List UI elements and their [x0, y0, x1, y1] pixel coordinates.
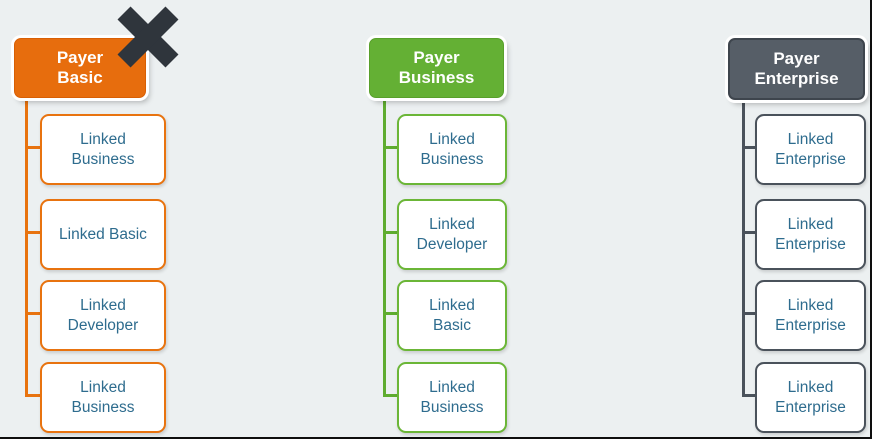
payer-enterprise-header: Payer Enterprise — [728, 38, 865, 100]
linked-account-node: Linked Enterprise — [755, 280, 866, 351]
connector-branch — [742, 394, 757, 397]
payer-business-header: Payer Business — [369, 38, 504, 98]
linked-account-node: Linked Basic — [397, 280, 507, 351]
connector-branch — [25, 231, 42, 234]
linked-account-node: Linked Basic — [40, 199, 166, 270]
diagram-stage: Payer Basic Linked Business Linked Basic… — [0, 0, 872, 439]
linked-account-node: Linked Business — [40, 362, 166, 433]
connector-branch — [742, 231, 757, 234]
x-mark-icon — [117, 6, 179, 68]
connector-branch — [742, 312, 757, 315]
linked-account-node: Linked Business — [397, 362, 507, 433]
connector-branch — [383, 394, 399, 397]
linked-account-node: Linked Business — [397, 114, 507, 185]
connector-branch — [383, 146, 399, 149]
connector-branch — [25, 146, 42, 149]
connector-branch — [25, 394, 42, 397]
linked-account-node: Linked Enterprise — [755, 362, 866, 433]
connector-branch — [742, 146, 757, 149]
connector-trunk — [383, 96, 386, 397]
connector-trunk — [25, 96, 28, 397]
linked-account-node: Linked Developer — [40, 280, 166, 351]
connector-trunk — [742, 96, 745, 397]
linked-account-node: Linked Business — [40, 114, 166, 185]
connector-branch — [383, 231, 399, 234]
linked-account-node: Linked Enterprise — [755, 199, 866, 270]
connector-branch — [25, 312, 42, 315]
connector-branch — [383, 312, 399, 315]
linked-account-node: Linked Enterprise — [755, 114, 866, 185]
linked-account-node: Linked Developer — [397, 199, 507, 270]
